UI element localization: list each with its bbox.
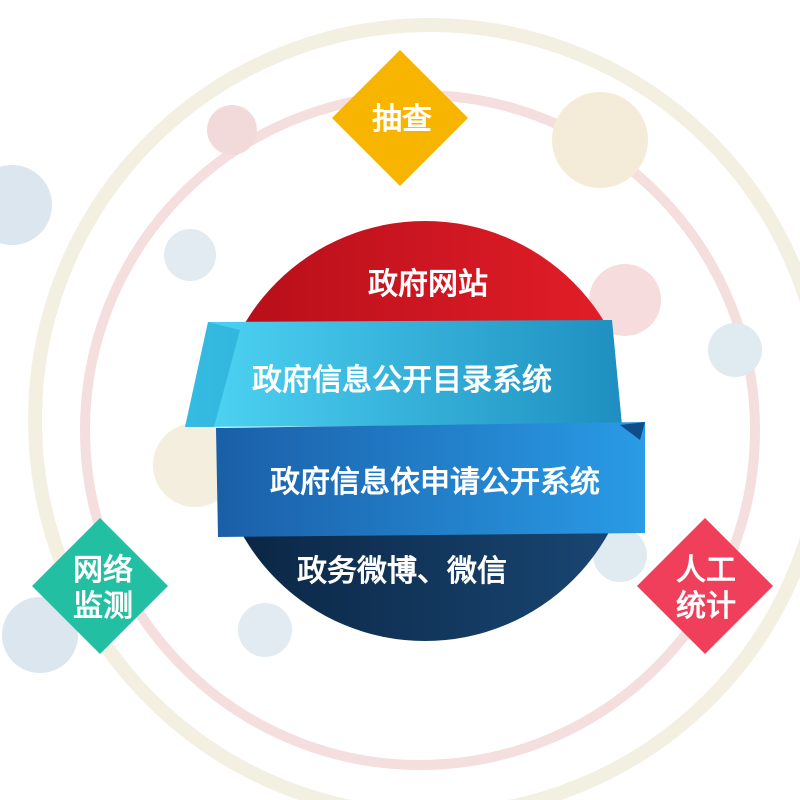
layer-website-label: 政府网站: [368, 267, 488, 302]
svg-text:人工: 人工: [676, 553, 736, 588]
svg-text:监测: 监测: [73, 589, 133, 624]
layer-catalog-band: [185, 320, 622, 427]
layer-website-band: [215, 221, 635, 322]
layer-request-label: 政府信息依申请公开系统: [270, 465, 600, 500]
layer-catalog-label: 政府信息公开目录系统: [252, 363, 552, 398]
decorative-bubbles: [0, 92, 762, 673]
diamond-network-monitoring: 网络 监测: [32, 518, 168, 654]
svg-text:统计: 统计: [676, 589, 736, 624]
diamond-spot-check: 抽查: [332, 50, 468, 186]
svg-text:网络: 网络: [73, 553, 133, 588]
outer-ring: [28, 18, 800, 800]
center-ball: 政府网站 政府信息公开目录系统 政府信息依申请公开系统 政务微博、微信: [185, 221, 645, 641]
layer-weibo-wechat-label: 政务微博、微信: [297, 554, 507, 589]
layer-request-band: [216, 422, 645, 537]
diamond-manual-statistics: 人工 统计: [637, 518, 773, 654]
svg-text:抽查: 抽查: [372, 102, 432, 137]
